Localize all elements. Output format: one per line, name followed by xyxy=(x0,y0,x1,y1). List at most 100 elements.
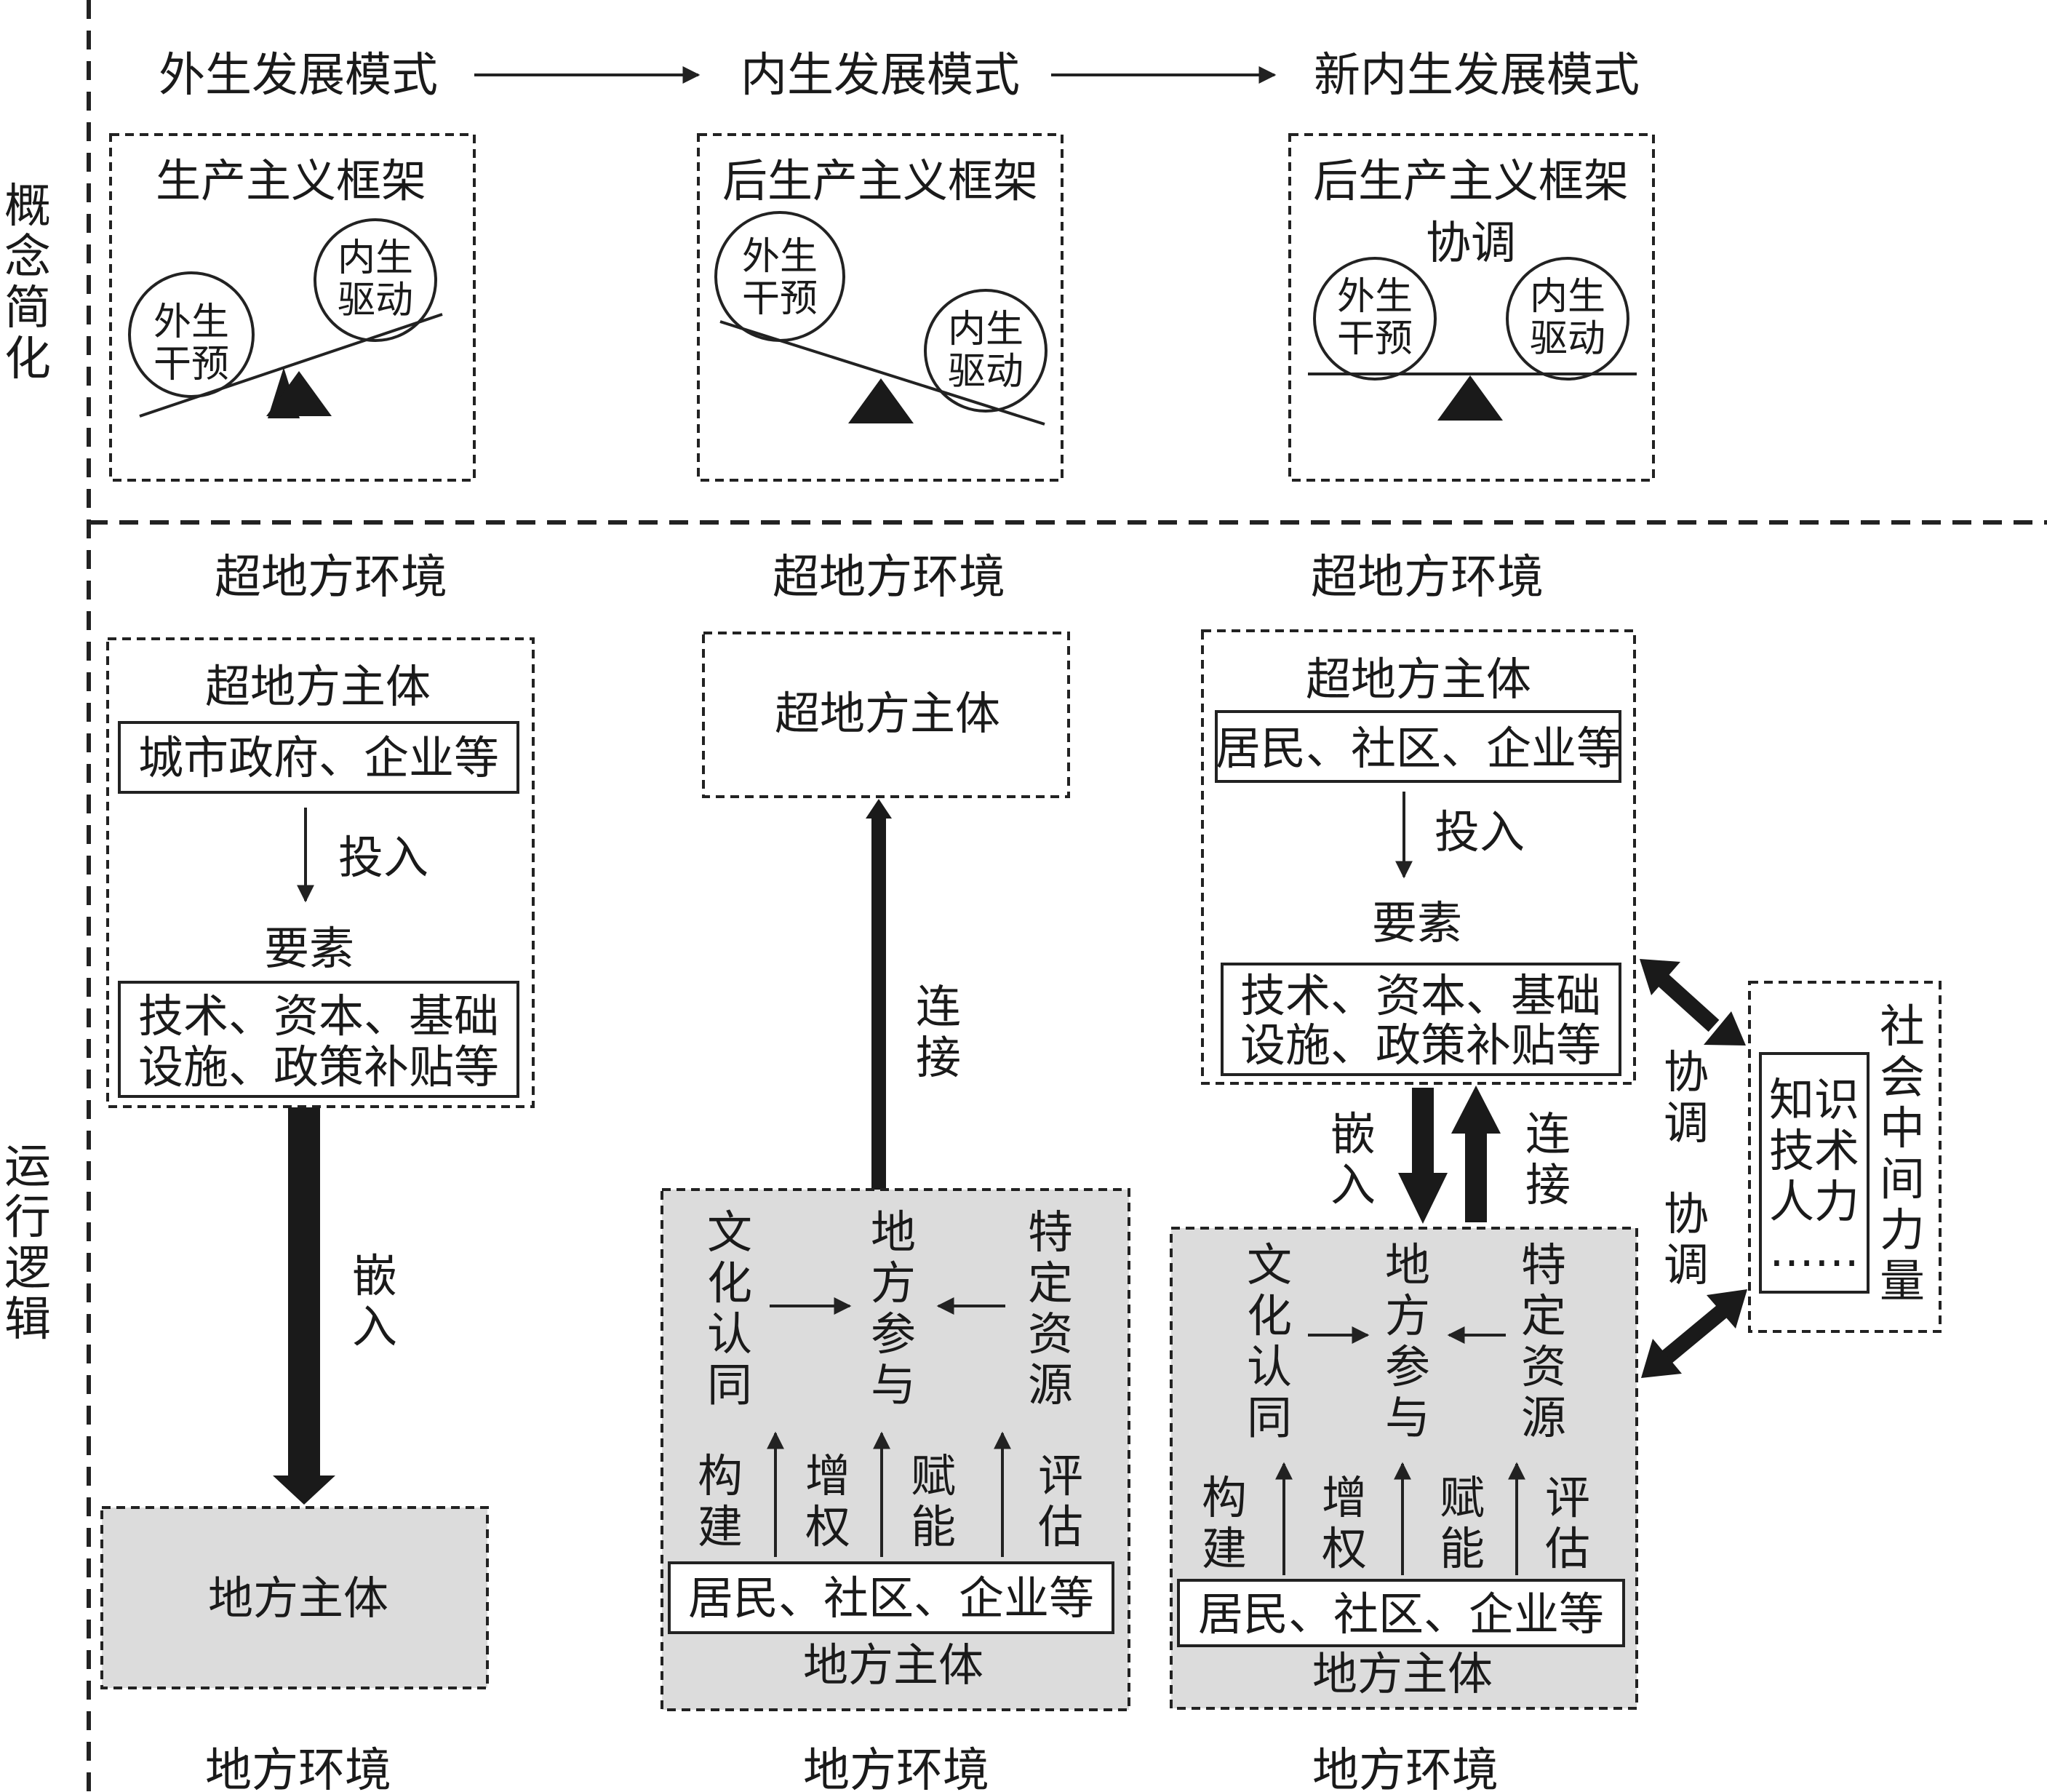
participation-char: 方 xyxy=(871,1257,916,1310)
extra-local-box xyxy=(1201,629,1636,1085)
connect-char: 连 xyxy=(916,980,961,1033)
resources-char: 资 xyxy=(1028,1307,1073,1361)
endo-drive-circle xyxy=(1506,257,1629,381)
knowledge-item: 技术 xyxy=(1769,1124,1859,1177)
local-subject-box xyxy=(100,1506,489,1689)
local-env-label: 地方环境 xyxy=(205,1744,391,1792)
side-label-concept: 概 念 简 化 xyxy=(4,180,51,386)
build-char: 构 xyxy=(1202,1471,1247,1524)
actors-box xyxy=(1215,710,1621,783)
balance-beam xyxy=(139,313,443,418)
evaluate-char: 评 xyxy=(1545,1471,1590,1524)
circle-label: 干预 xyxy=(742,277,818,321)
circle-label: 内生 xyxy=(338,236,413,280)
extra-local-subject-label: 超地方主体 xyxy=(1306,653,1531,706)
embed-char: 入 xyxy=(352,1300,397,1353)
resources-char: 特 xyxy=(1028,1206,1073,1259)
empower-char: 权 xyxy=(1322,1522,1367,1575)
local-subject-label: 地方主体 xyxy=(803,1638,983,1692)
coordinate-labels: 协 调 协 调 xyxy=(1664,1046,1709,1291)
side-char: 简 xyxy=(4,282,51,335)
coordinate-arrow-lower-head xyxy=(1707,1289,1747,1329)
panel-border xyxy=(1288,133,1655,482)
framework-label: 后生产主义框架 xyxy=(722,154,1038,207)
embed-char: 嵌 xyxy=(1330,1107,1376,1160)
actors-label: 居民、社区、企业等 xyxy=(688,1572,1094,1625)
participation-char: 地 xyxy=(1385,1238,1430,1291)
framework-label: 后生产主义框架 xyxy=(1313,154,1629,207)
social-force-char: 力 xyxy=(1880,1203,1925,1257)
embed-char: 嵌 xyxy=(352,1249,397,1302)
enable-char: 能 xyxy=(911,1500,956,1553)
elements-line: 设施、政策补贴等 xyxy=(1240,1019,1601,1072)
embed-arrow-shaft xyxy=(288,1107,320,1478)
side-char: 运 xyxy=(4,1140,51,1194)
build-char: 构 xyxy=(698,1449,743,1502)
coordinate-arrow-lower-head xyxy=(1641,1339,1682,1378)
side-char: 化 xyxy=(4,332,51,386)
concept-panel-productivism: 生产主义框架 外生 干预 内生 驱动 xyxy=(109,133,476,482)
resources-char: 源 xyxy=(1521,1391,1566,1444)
process-labels: 构 建 增 权 赋 能 评 估 xyxy=(698,1449,1083,1553)
resources-char: 特 xyxy=(1521,1238,1566,1291)
evaluate-char: 评 xyxy=(1038,1449,1083,1502)
circle-label: 干预 xyxy=(1337,317,1413,361)
fulcrum-icon xyxy=(1437,375,1503,421)
participation-column: 地 方 参 与 xyxy=(1385,1238,1430,1444)
empower-char: 增 xyxy=(805,1449,850,1502)
actors-label: 居民、社区、企业等 xyxy=(1216,722,1621,775)
participation-char: 参 xyxy=(1385,1340,1430,1393)
circle-label: 驱动 xyxy=(338,279,413,322)
endo-drive-circle xyxy=(924,289,1048,413)
coordinate-char: 调 xyxy=(1664,1096,1709,1150)
extra-local-subject-label: 超地方主体 xyxy=(775,687,1000,740)
circle-label: 内生 xyxy=(1530,275,1605,319)
embed-arrow-head xyxy=(1398,1173,1448,1224)
culture-char: 认 xyxy=(707,1307,752,1361)
local-env-label: 地方环境 xyxy=(1312,1744,1499,1792)
culture-char: 文 xyxy=(1247,1238,1292,1291)
coordinate-char: 调 xyxy=(1664,1238,1709,1291)
knowledge-label: 知识 技术 人力 …… xyxy=(1769,1073,1859,1277)
local-subject-label: 地方主体 xyxy=(1312,1647,1493,1700)
model-neo-title: 新内生发展模式 xyxy=(1314,49,1640,103)
resources-char: 资 xyxy=(1521,1340,1566,1393)
actors-box xyxy=(118,721,519,794)
extra-local-env-label: 超地方环境 xyxy=(215,551,447,605)
culture-char: 同 xyxy=(1247,1391,1292,1444)
actors-label: 城市政府、企业等 xyxy=(138,731,499,784)
local-env-label: 地方环境 xyxy=(803,1744,989,1792)
side-label-operation: 运 行 逻 辑 xyxy=(4,1140,51,1347)
extra-local-box xyxy=(702,632,1070,798)
embed-arrow-head xyxy=(273,1476,335,1505)
circle-label: 外生 xyxy=(1337,275,1413,319)
extra-local-env-label: 超地方环境 xyxy=(1311,551,1544,605)
culture-char: 化 xyxy=(707,1257,752,1310)
build-char: 建 xyxy=(698,1500,743,1553)
enable-char: 赋 xyxy=(911,1449,956,1502)
side-char: 逻 xyxy=(4,1242,51,1296)
circle-label: 外生 xyxy=(742,235,818,279)
circle-label: 驱动 xyxy=(948,350,1024,394)
actors-label: 居民、社区、企业等 xyxy=(1198,1588,1604,1641)
social-force-box xyxy=(1748,981,1942,1333)
connect-char: 接 xyxy=(1525,1158,1571,1211)
culture-column: 文 化 认 同 xyxy=(1247,1238,1292,1444)
coordinate-arrow-upper-shaft xyxy=(1656,972,1720,1032)
resources-column: 特 定 资 源 xyxy=(1521,1238,1566,1444)
resources-char: 源 xyxy=(1028,1358,1073,1411)
framework-label: 生产主义框架 xyxy=(156,154,426,207)
operation-col-endo: 超地方主体 连 接 文 化 认 同 地 方 参 与 特 定 资 源 xyxy=(661,632,1130,1711)
culture-char: 同 xyxy=(707,1358,752,1411)
operation-col-neo: 超地方主体 居民、社区、企业等 投入 要素 技术、资本、基础 设施、政策补贴等 … xyxy=(1170,629,1942,1710)
concept-panel-coordinate: 后生产主义框架 协调 外生 干预 内生 驱动 xyxy=(1288,133,1655,482)
knowledge-item: …… xyxy=(1769,1224,1859,1277)
enable-char: 赋 xyxy=(1440,1471,1485,1524)
side-char: 辑 xyxy=(4,1293,51,1347)
elements-box xyxy=(118,981,519,1098)
input-label: 投入 xyxy=(338,831,428,884)
resources-column: 特 定 资 源 xyxy=(1028,1206,1073,1411)
coordinate-char: 协 xyxy=(1664,1187,1709,1241)
connect-arrow-head xyxy=(1451,1086,1501,1134)
connect-arrow-head xyxy=(866,799,892,819)
